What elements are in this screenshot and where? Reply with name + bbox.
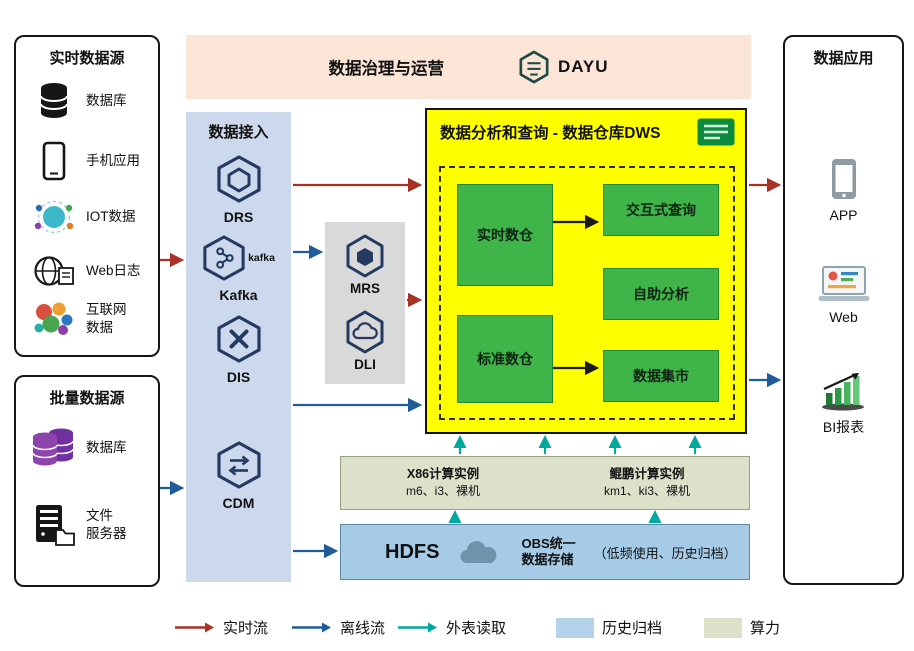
red-arrow-icon [175, 622, 214, 633]
bi-chart-icon [821, 372, 864, 411]
batch-sources-panel: 批量数据源 数据库 [14, 375, 160, 587]
obs-cloud-icon [460, 541, 497, 563]
list-item: Web日志 [30, 253, 141, 289]
governance-banner: 数据治理与运营 DAYU [186, 35, 751, 99]
iot-icon [34, 200, 74, 234]
source-label: Web日志 [86, 263, 141, 279]
service-label: DRS [223, 209, 254, 225]
legend-label: 算力 [750, 620, 781, 637]
mrs-hexagon-icon [346, 234, 384, 278]
list-item: DRS [186, 154, 291, 225]
legend-offline-flow: 离线流 [292, 617, 385, 638]
data-apps-panel: 数据应用 APP Web [783, 35, 904, 585]
obs-note: （低频使用、历史归档） [593, 545, 737, 561]
dayu-label: DAYU [557, 57, 609, 76]
source-label: 数据库 [86, 440, 127, 456]
dws-inner-frame [439, 166, 735, 420]
cdm-hexagon-icon [216, 441, 261, 489]
panel-title: 批量数据源 [49, 390, 125, 407]
list-item: 数据库 [30, 81, 127, 121]
list-item: Web [785, 265, 902, 325]
dws-panel: 数据分析和查询 - 数据仓库DWS 实时数仓 标准数仓 交互式查询 自助分析 数… [425, 108, 747, 434]
panel-title: 数据应用 [813, 50, 874, 67]
service-label: Kafka [219, 287, 258, 303]
app-label: Web [829, 309, 858, 325]
panel-title: 数据接入 [208, 124, 269, 141]
panel-title: 实时数据源 [49, 50, 125, 67]
x86-compute: X86计算实例 m6、i3、裸机 [341, 466, 545, 499]
database-icon [40, 83, 68, 118]
web-monitor-icon [818, 266, 869, 301]
file-server-icon [36, 505, 75, 546]
block-realtime-warehouse: 实时数仓 [457, 184, 553, 286]
source-label: 互联网 数据 [86, 302, 127, 335]
legend-external-read: 外表读取 [398, 617, 506, 638]
database-cluster-icon [32, 428, 74, 466]
legend-label: 实时流 [223, 620, 269, 637]
app-label: BI报表 [822, 419, 865, 435]
source-label: 文件 服务器 [86, 508, 127, 541]
processing-panel: MRS DLI [325, 222, 405, 384]
legend-label: 离线流 [340, 620, 386, 637]
app-phone-icon [831, 159, 856, 199]
teal-arrow-icon [398, 622, 437, 633]
block-standard-warehouse: 标准数仓 [457, 315, 553, 403]
internet-data-icon [34, 302, 73, 335]
compute-title: X86计算实例 [406, 467, 480, 482]
web-log-icon [34, 256, 74, 286]
dayu-brand: DAYU [518, 50, 609, 84]
compute-title: 鲲鹏计算实例 [609, 467, 685, 482]
list-item: BI报表 [785, 369, 902, 437]
drs-hexagon-icon [216, 155, 261, 203]
block-data-mart: 数据集市 [603, 350, 719, 402]
compute-models: km1、ki3、裸机 [603, 484, 690, 499]
block-self-analysis: 自助分析 [603, 268, 719, 320]
service-label: MRS [350, 281, 380, 296]
kunpeng-compute: 鲲鹏计算实例 km1、ki3、裸机 [545, 466, 749, 499]
service-label: DIS [226, 369, 251, 385]
dis-hexagon-icon [216, 315, 261, 363]
compute-swatch [704, 617, 742, 638]
list-item: kafka Kafka [186, 234, 291, 303]
compute-models: m6、i3、裸机 [405, 484, 480, 499]
source-label: 数据库 [86, 93, 127, 109]
legend-label: 历史归档 [602, 620, 663, 637]
list-item: MRS [325, 234, 405, 296]
app-label: APP [829, 207, 858, 223]
list-item: DIS [186, 314, 291, 385]
hdfs-label: HDFS [385, 540, 440, 563]
smartphone-icon [42, 141, 66, 181]
storage-panel: HDFS OBS统一 数据存储 （低频使用、历史归档） [340, 524, 750, 580]
legend-compute: 算力 [704, 617, 780, 638]
dli-hexagon-icon [346, 310, 384, 354]
service-label: DLI [354, 357, 376, 372]
legend-label: 外表读取 [446, 620, 507, 637]
dws-title: 数据分析和查询 - 数据仓库DWS [440, 125, 661, 142]
kafka-wordmark: kafka [248, 252, 275, 264]
blue-arrow-icon [292, 622, 331, 633]
source-label: IOT数据 [86, 209, 136, 225]
kafka-hexagon-icon [203, 235, 245, 281]
governance-title: 数据治理与运营 [328, 60, 444, 78]
list-item: CDM [186, 440, 291, 511]
list-item: DLI [325, 310, 405, 372]
list-item: 互联网 数据 [30, 301, 127, 337]
source-label: 手机应用 [86, 153, 140, 169]
realtime-sources-panel: 实时数据源 数据库 手机应用 [14, 35, 160, 357]
list-item: APP [785, 157, 902, 223]
compute-panel: X86计算实例 m6、i3、裸机 鲲鹏计算实例 km1、ki3、裸机 [340, 456, 750, 510]
list-item: 文件 服务器 [30, 503, 127, 547]
list-item: 手机应用 [30, 141, 140, 181]
block-interactive-query: 交互式查询 [603, 184, 719, 236]
list-item: IOT数据 [30, 199, 136, 235]
obs-title: OBS统一 数据存储 [521, 535, 576, 567]
archive-swatch [556, 617, 594, 638]
service-label: CDM [222, 495, 255, 511]
list-item: 数据库 [30, 425, 127, 471]
dws-document-icon [697, 118, 735, 146]
data-access-panel: 数据接入 DRS kafka [186, 112, 291, 582]
dayu-hexagon-icon [519, 50, 549, 84]
legend-archive: 历史归档 [556, 617, 662, 638]
legend-realtime-flow: 实时流 [175, 617, 268, 638]
